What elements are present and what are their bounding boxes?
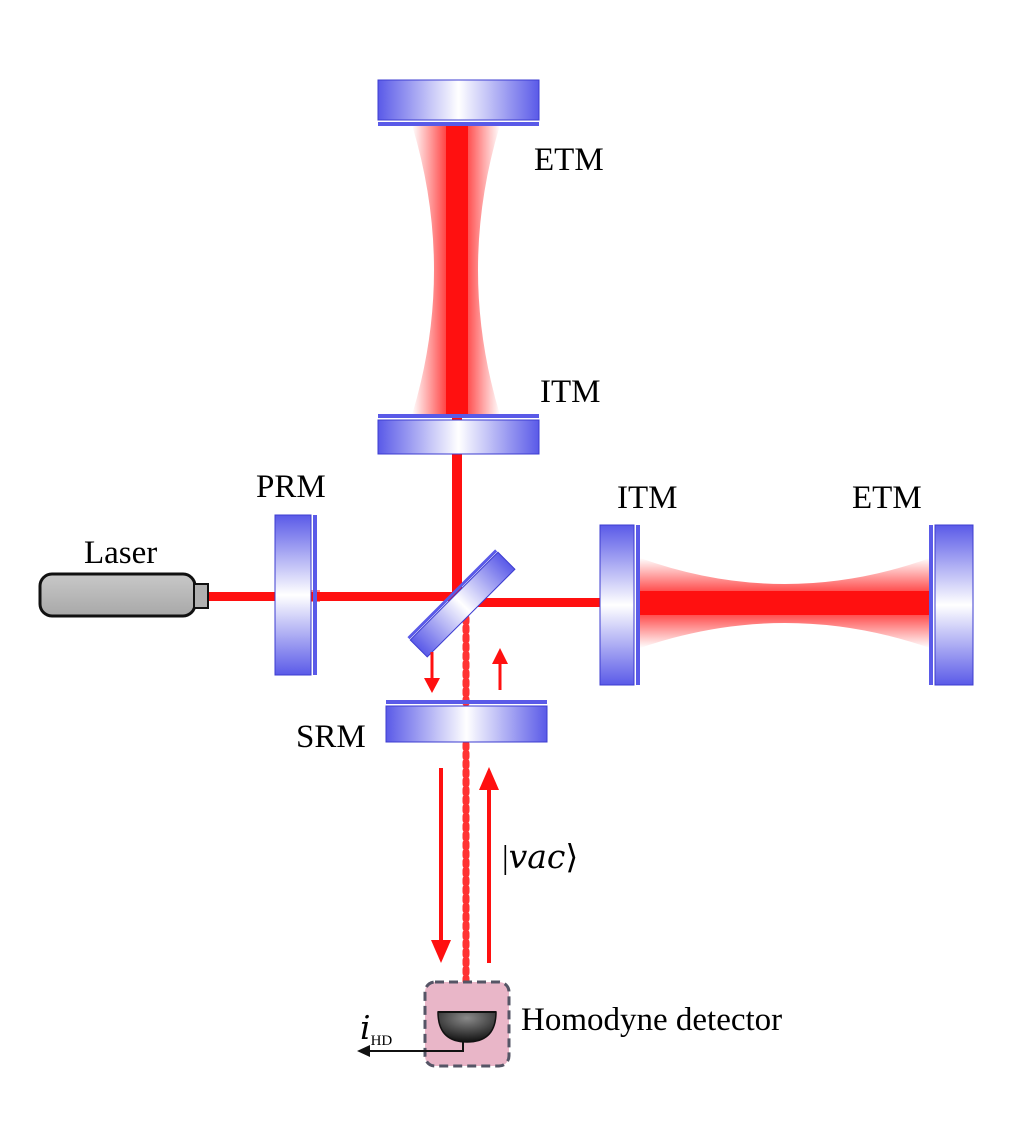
prm-mirror: [274, 514, 317, 676]
detector-output-wire: [365, 1042, 464, 1052]
y-arm-cavity-beam-core: [446, 125, 468, 415]
etm-x-mirror: [929, 524, 974, 686]
label-prm: PRM: [256, 469, 326, 505]
arrow-up-small-head: [492, 648, 508, 664]
label-current-ihd: iHD: [360, 1008, 392, 1049]
laser-beam-to-bs: [208, 592, 460, 601]
label-srm: SRM: [296, 719, 366, 755]
beam-to-x-arm: [455, 598, 605, 607]
photodiode-icon: [437, 1011, 497, 1043]
itm-y-mirror: [377, 414, 540, 455]
beam-splitter: [407, 549, 516, 658]
label-laser: Laser: [84, 535, 157, 571]
label-homodyne-detector: Homodyne detector: [521, 1002, 782, 1038]
label-itm-x: ITM: [617, 480, 678, 516]
label-vac-state: |vac⟩: [502, 837, 578, 876]
itm-x-mirror: [599, 524, 640, 686]
arrow-down-small-head: [424, 678, 440, 693]
output-arrow-head: [357, 1045, 370, 1057]
arrow-up-long-head: [479, 767, 499, 790]
homodyne-detector: [357, 980, 511, 1068]
etm-y-mirror: [377, 79, 540, 126]
x-arm-cavity-beam-core: [640, 591, 930, 615]
srm-mirror: [385, 700, 548, 743]
label-etm-y: ETM: [534, 142, 604, 178]
label-itm-y: ITM: [540, 374, 601, 410]
arrow-down-long-head: [431, 940, 451, 963]
laser-source: [38, 572, 209, 618]
label-etm-x: ETM: [852, 480, 922, 516]
beam-to-y-arm: [452, 410, 462, 600]
